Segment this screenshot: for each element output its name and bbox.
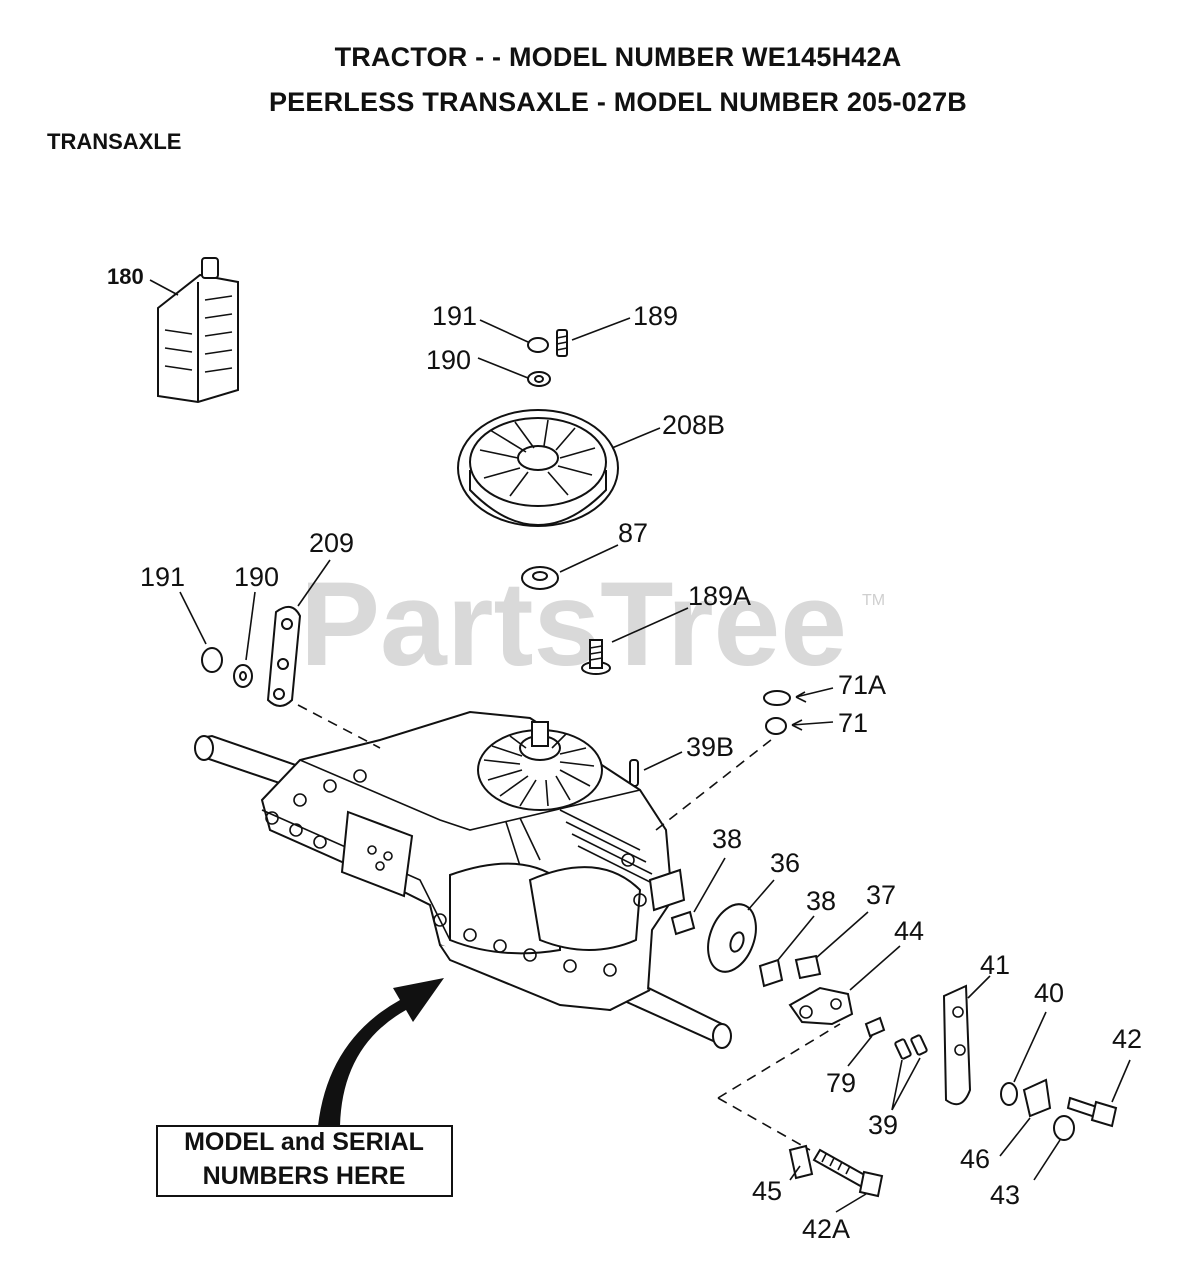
watermark-text: PartsTree [300,557,847,691]
label-79[interactable]: 79 [826,1068,856,1098]
model-serial-callout: MODEL and SERIAL NUMBERS HERE [156,1125,453,1197]
label-87[interactable]: 87 [618,518,648,548]
washer-190-left-part[interactable] [233,664,253,688]
nut-71a-part[interactable] [763,690,791,706]
link-plate-209-part[interactable] [266,605,302,707]
transaxle-housing-part[interactable] [194,710,732,1049]
label-38-left[interactable]: 38 [712,824,742,854]
nut-191-left-part[interactable] [201,647,223,673]
label-191-top[interactable]: 191 [432,301,477,331]
plate-46-part[interactable] [1022,1078,1052,1118]
bolt-42a-part[interactable] [812,1148,884,1198]
callout-line-2: NUMBERS HERE [203,1162,406,1190]
bolt-189a-part[interactable] [581,639,611,675]
label-189[interactable]: 189 [633,301,678,331]
diagram-title-line-2: PEERLESS TRANSAXLE - MODEL NUMBER 205-02… [268,87,968,117]
spacer-87-part[interactable] [521,566,559,590]
label-209[interactable]: 209 [309,528,354,558]
label-191-left[interactable]: 191 [140,562,185,592]
label-46[interactable]: 46 [960,1144,990,1174]
pulley-208b-part[interactable] [457,409,619,527]
label-39[interactable]: 39 [868,1110,898,1140]
oil-bottle-part[interactable] [157,257,239,404]
brake-pad-37-part[interactable] [794,954,822,980]
label-190-left[interactable]: 190 [234,562,279,592]
key-38-right-part[interactable] [758,958,784,988]
label-37[interactable]: 37 [866,880,896,910]
washer-190-top-part[interactable] [527,371,551,387]
section-label: TRANSAXLE [47,129,182,154]
label-42a[interactable]: 42A [802,1214,850,1244]
label-39b[interactable]: 39B [686,732,734,762]
label-71a[interactable]: 71A [838,670,886,700]
label-190-top[interactable]: 190 [426,345,471,375]
bolt-42-part[interactable] [1066,1096,1118,1128]
bracket-41-part[interactable] [942,984,972,1106]
nut-191-top-part[interactable] [527,337,549,353]
label-71[interactable]: 71 [838,708,868,738]
serial-location-arrow [318,978,444,1126]
label-41[interactable]: 41 [980,950,1010,980]
watermark-trademark: TM [862,592,885,609]
pin-39b-part[interactable] [629,759,639,787]
label-189a[interactable]: 189A [688,581,751,611]
label-180[interactable]: 180 [107,264,144,289]
label-36[interactable]: 36 [770,848,800,878]
label-44[interactable]: 44 [894,916,924,946]
label-45[interactable]: 45 [752,1176,782,1206]
diagram-title-line-1: TRACTOR - - MODEL NUMBER WE145H42A [334,42,902,72]
label-42[interactable]: 42 [1112,1024,1142,1054]
label-208b[interactable]: 208B [662,410,725,440]
label-43[interactable]: 43 [990,1180,1020,1210]
brake-disc-36-part[interactable] [699,898,764,979]
label-38-right[interactable]: 38 [806,886,836,916]
nut-43-part[interactable] [1053,1115,1075,1141]
bolt-189-part[interactable] [556,329,568,357]
washer-79-part[interactable] [864,1016,886,1038]
bushing-45-part[interactable] [788,1144,814,1180]
spacer-40-part[interactable] [1000,1082,1018,1106]
callout-line-1: MODEL and SERIAL [184,1128,424,1156]
caliper-44-part[interactable] [788,986,854,1026]
label-40[interactable]: 40 [1034,978,1064,1008]
pins-39-part[interactable] [894,1034,928,1060]
nut-71-part[interactable] [765,717,787,735]
key-38-left-part[interactable] [670,910,696,936]
